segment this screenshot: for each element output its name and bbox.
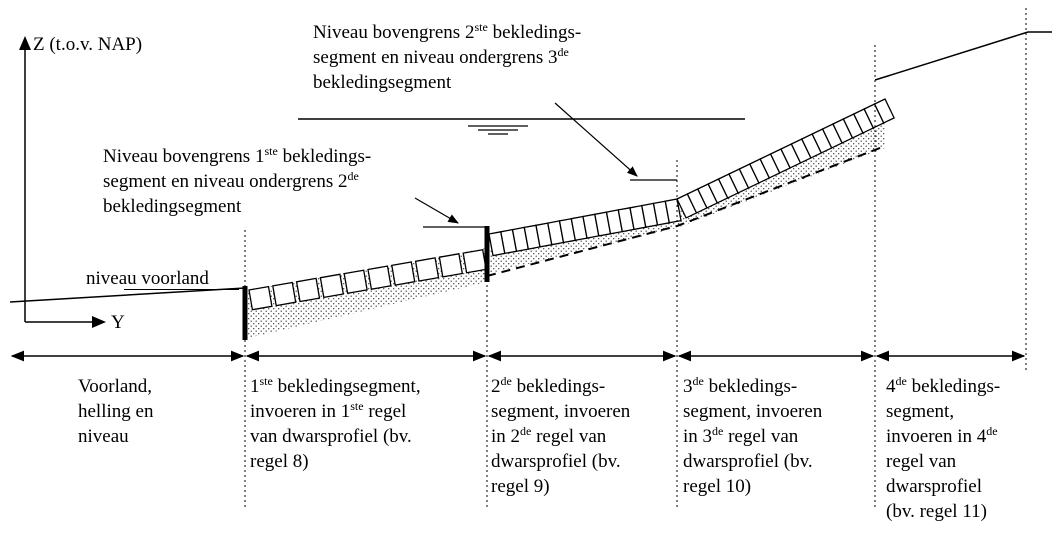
voorland-underline — [124, 289, 239, 290]
revetment-block — [873, 98, 895, 124]
label-segment-3: 3de bekledings- segment, invoeren in 3de… — [683, 374, 823, 497]
revetment-block — [367, 265, 392, 290]
revetment-blocks-segment-1 — [248, 248, 487, 311]
annotation-niveau-2: Niveau bovengrens 2ste bekledings- segme… — [313, 20, 582, 93]
revetment-block — [272, 281, 297, 307]
y-axis-arrowhead — [92, 316, 106, 328]
revetment-block — [319, 273, 345, 299]
y-axis-label: Y — [111, 312, 125, 333]
label-segment-2: 2de bekledings- segment, invoeren in 2de… — [491, 374, 631, 497]
dike-crest-line — [874, 31, 1029, 81]
label-voorland: Voorland, helling en niveau — [78, 376, 154, 447]
annotation-niveau-voorland: niveau voorland — [86, 268, 209, 289]
label-segment-1: 1ste bekledingsegment, invoeren in 1ste … — [250, 374, 421, 472]
revetment-block — [414, 257, 440, 282]
annotation-niveau-1: Niveau bovengrens 1ste bekledings- segme… — [103, 144, 372, 217]
revetment-block — [295, 277, 321, 303]
revetment-block — [438, 253, 464, 278]
revetment-block — [248, 285, 273, 311]
revetment-block — [462, 248, 487, 274]
voorland-line — [9, 287, 246, 303]
revetment-blocks-segment-3 — [676, 98, 895, 219]
revetment-block — [343, 269, 368, 295]
z-axis-arrowhead — [19, 36, 31, 50]
leader-arrow — [414, 197, 459, 224]
revetment-block — [391, 261, 416, 286]
leader-arrow — [554, 102, 638, 177]
revetment-blocks-segment-2 — [488, 198, 682, 257]
label-segment-4: 4de bekledings- segment, invoeren in 4de… — [886, 374, 1001, 522]
z-axis-label: Z (t.o.v. NAP) — [33, 34, 143, 55]
